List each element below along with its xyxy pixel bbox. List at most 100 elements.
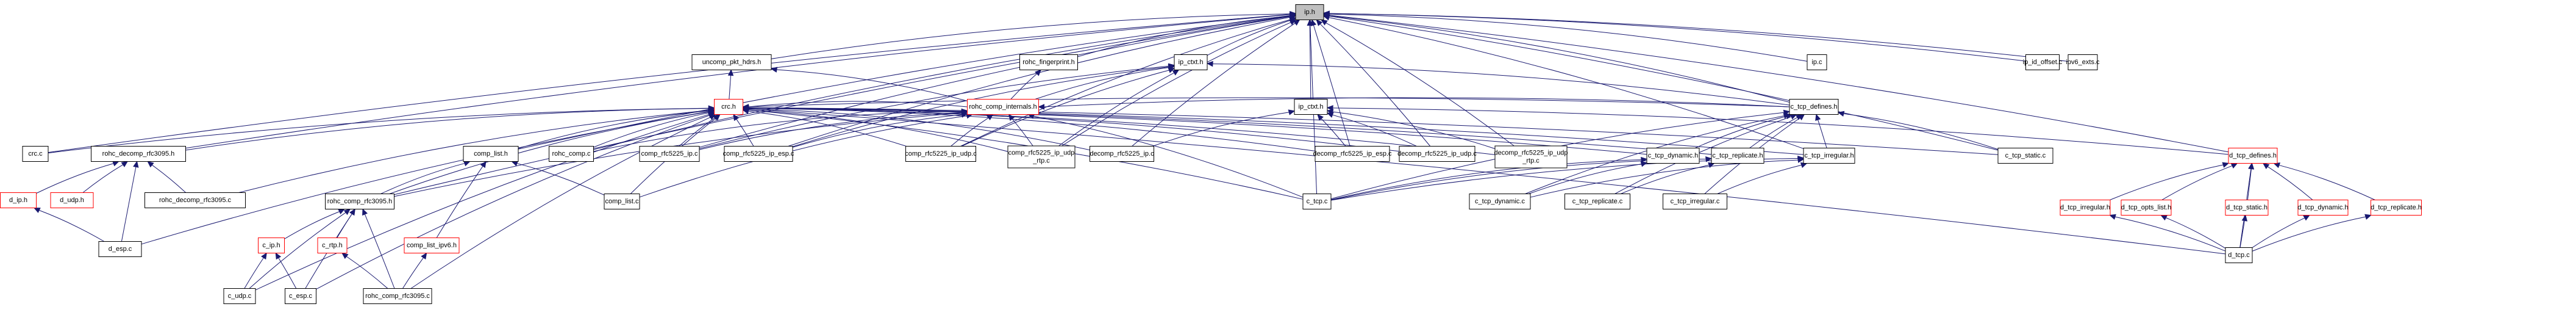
node-box (285, 288, 316, 304)
node-c-esp-c[interactable]: c_esp.c (285, 288, 316, 304)
node-box (2228, 148, 2278, 164)
node-c-tcp-replicate-h[interactable]: c_tcp_replicate.h (1711, 148, 1764, 164)
edge-line (364, 214, 395, 289)
node-rohc-decomp-rfc3095-h[interactable]: rohc_decomp_rfc3095.h (91, 146, 186, 162)
edge-line (1329, 13, 1808, 62)
edge-decomp_rfc5225_ip_udp_c-to-ip_h (1316, 19, 1431, 147)
edge-line (679, 117, 715, 147)
node-c-tcp-dynamic-c[interactable]: c_tcp_dynamic.c (1469, 194, 1531, 209)
node-comp-list-h[interactable]: comp_list.h (463, 146, 519, 162)
node-uncomp-pkt-hdrs-h[interactable]: uncomp_pkt_hdrs.h (691, 54, 772, 70)
node-comp-list-c[interactable]: comp_list.c (604, 194, 640, 209)
node-decomp-rfc5225-ip-udp-rtp-c[interactable]: decomp_rfc5225_ip_udp_rtp.c (1494, 145, 1568, 169)
node-c-tcp-c[interactable]: c_tcp.c (1302, 194, 1332, 209)
node-box (905, 146, 976, 162)
node-box (50, 192, 94, 208)
node-rohc-comp-rfc3095-h[interactable]: rohc_comp_rfc3095.h (325, 194, 394, 209)
arrowhead-icon (349, 208, 355, 216)
node-label: rohc_decomp_rfc3095.h (102, 150, 175, 158)
node-box (639, 146, 700, 162)
node-c-tcp-irregular-c[interactable]: c_tcp_irregular.c (1663, 194, 1727, 209)
edge-line (2278, 165, 2375, 200)
edge-line (960, 19, 1291, 147)
node-c-tcp-replicate-c[interactable]: c_tcp_replicate.c (1565, 194, 1630, 209)
node-ip-ctxt-h-a[interactable]: ip_ctxt.h (1174, 54, 1208, 70)
node-ip-ctxt-h-b[interactable]: ip_ctxt.h (1294, 99, 1328, 115)
node-label: c_tcp_irregular.c (1671, 198, 1720, 205)
node-box (22, 146, 49, 162)
node-box (2371, 200, 2422, 216)
node-ip-id-offset-c[interactable]: ip_id_offset.c (2023, 54, 2063, 70)
edge-line (516, 163, 605, 195)
node-d-ip-h: d_ip.h (0, 192, 37, 208)
node-label: ip_id_offset.c (2023, 59, 2063, 66)
node-ipv6-exts-c[interactable]: ipv6_exts.c (2066, 54, 2100, 70)
edge-line (1749, 117, 1798, 148)
node-c-tcp-dynamic-h[interactable]: c_tcp_dynamic.h (1646, 148, 1700, 164)
arrowhead-icon (343, 208, 351, 216)
node-c-tcp-static-c[interactable]: c_tcp_static.c (1997, 148, 2053, 164)
edge-c_tcp_defines_h-to-ip_ctxt_h_a (1206, 60, 1790, 106)
edge-d_tcp_c-to-d_tcp_dynamic_h (2252, 214, 2310, 248)
node-c-tcp-defines-h[interactable]: c_tcp_defines.h (1789, 99, 1839, 115)
arrowhead-icon (1288, 109, 1296, 115)
edge-line (380, 163, 465, 194)
edge-line (729, 75, 732, 100)
node-c-udp-c[interactable]: c_udp.c (223, 288, 256, 304)
node-rohc-comp-c[interactable]: rohc_comp.c (549, 146, 594, 162)
node-comp-rfc5225-ip-udp-rtp-c[interactable]: comp_rfc5225_ip_udp_rtp.c (1007, 145, 1076, 169)
edge-decomp_rfc5225_ip_udp_rtp_c-to-ip_ctxt_h_b (1326, 109, 1496, 150)
edge-line (792, 114, 962, 148)
node-rohc-comp-rfc3095-c[interactable]: rohc_comp_rfc3095.c (363, 288, 432, 304)
edge-line (1614, 116, 1792, 194)
arrowhead-icon (1640, 161, 1648, 167)
node-label: comp_list_ipv6.h (407, 242, 457, 249)
edge-d_udp_h-to-rohc_decomp_rfc3095_h (82, 161, 129, 193)
edge-line (1319, 23, 1431, 147)
arrowhead-icon (133, 161, 139, 168)
arrowhead-icon (261, 252, 267, 260)
node-comp-rfc5225-ip-c[interactable]: comp_rfc5225_ip.c (639, 146, 700, 162)
node-label: comp_rfc5225_ip_udp.c (905, 150, 977, 158)
node-ip-c[interactable]: ip.c (1807, 54, 1827, 70)
edge-d_tcp_irregular_h-to-d_tcp_defines_h (2110, 162, 2230, 200)
node-crc-c[interactable]: crc.c (22, 146, 49, 162)
node-box (1315, 146, 1390, 162)
node-box (1711, 148, 1764, 164)
node-d-tcp-c[interactable]: d_tcp.c (2225, 247, 2253, 263)
node-d-tcp-dynamic-h: d_tcp_dynamic.h (2297, 200, 2349, 216)
node-comp-rfc5225-ip-udp-c[interactable]: comp_rfc5225_ip_udp.c (905, 146, 977, 162)
node-c-tcp-irregular-h[interactable]: c_tcp_irregular.h (1803, 148, 1855, 164)
arrowhead-icon (2248, 162, 2254, 170)
edge-c_ip_h-to-rohc_comp_rfc3095_h (284, 208, 345, 239)
node-box (1469, 194, 1531, 209)
node-label: crc.h (721, 103, 736, 111)
arrowhead-icon (1307, 19, 1313, 26)
edge-line (951, 117, 989, 147)
node-rohc-decomp-rfc3095-c[interactable]: rohc_decomp_rfc3095.c (144, 192, 246, 208)
arrowhead-icon (733, 114, 740, 122)
edge-line (736, 118, 754, 147)
node-rohc-fingerprint-h[interactable]: rohc_fingerprint.h (1019, 54, 1078, 70)
edge-line (1035, 67, 1169, 100)
node-box (1663, 194, 1727, 209)
node-label: d_ip.h (9, 197, 27, 204)
node-box (2225, 200, 2269, 216)
node-decomp-rfc5225-ip-esp-c[interactable]: decomp_rfc5225_ip_esp.c (1313, 146, 1392, 162)
node-box (1174, 54, 1208, 70)
edge-rohc_comp_rfc3095_c-to-rohc_comp_rfc3095_h (362, 208, 395, 289)
arrowhead-icon (480, 161, 487, 169)
node-decomp-rfc5225-ip-udp-c[interactable]: decomp_rfc5225_ip_udp.c (1397, 146, 1477, 162)
node-ip-h: ip.h (1295, 4, 1324, 20)
arrowhead-icon (1321, 19, 1328, 26)
node-label: ipv6_exts.c (2066, 59, 2100, 66)
edge-line (1332, 107, 2229, 155)
arrowhead-icon (1640, 157, 1648, 163)
arrowhead-icon (1322, 12, 1330, 18)
edge-decomp_rfc5225_ip_udp_rtp_c-to-ip_h (1321, 19, 1515, 147)
edge-line (748, 107, 1496, 155)
node-label: c_ip.h (262, 242, 280, 249)
node-comp-rfc5225-ip-esp-c[interactable]: comp_rfc5225_ip_esp.c (723, 146, 794, 162)
node-decomp-rfc5225-ip-c[interactable]: decomp_rfc5225_ip.c (1090, 146, 1154, 162)
node-d-esp-c[interactable]: d_esp.c (98, 241, 142, 257)
